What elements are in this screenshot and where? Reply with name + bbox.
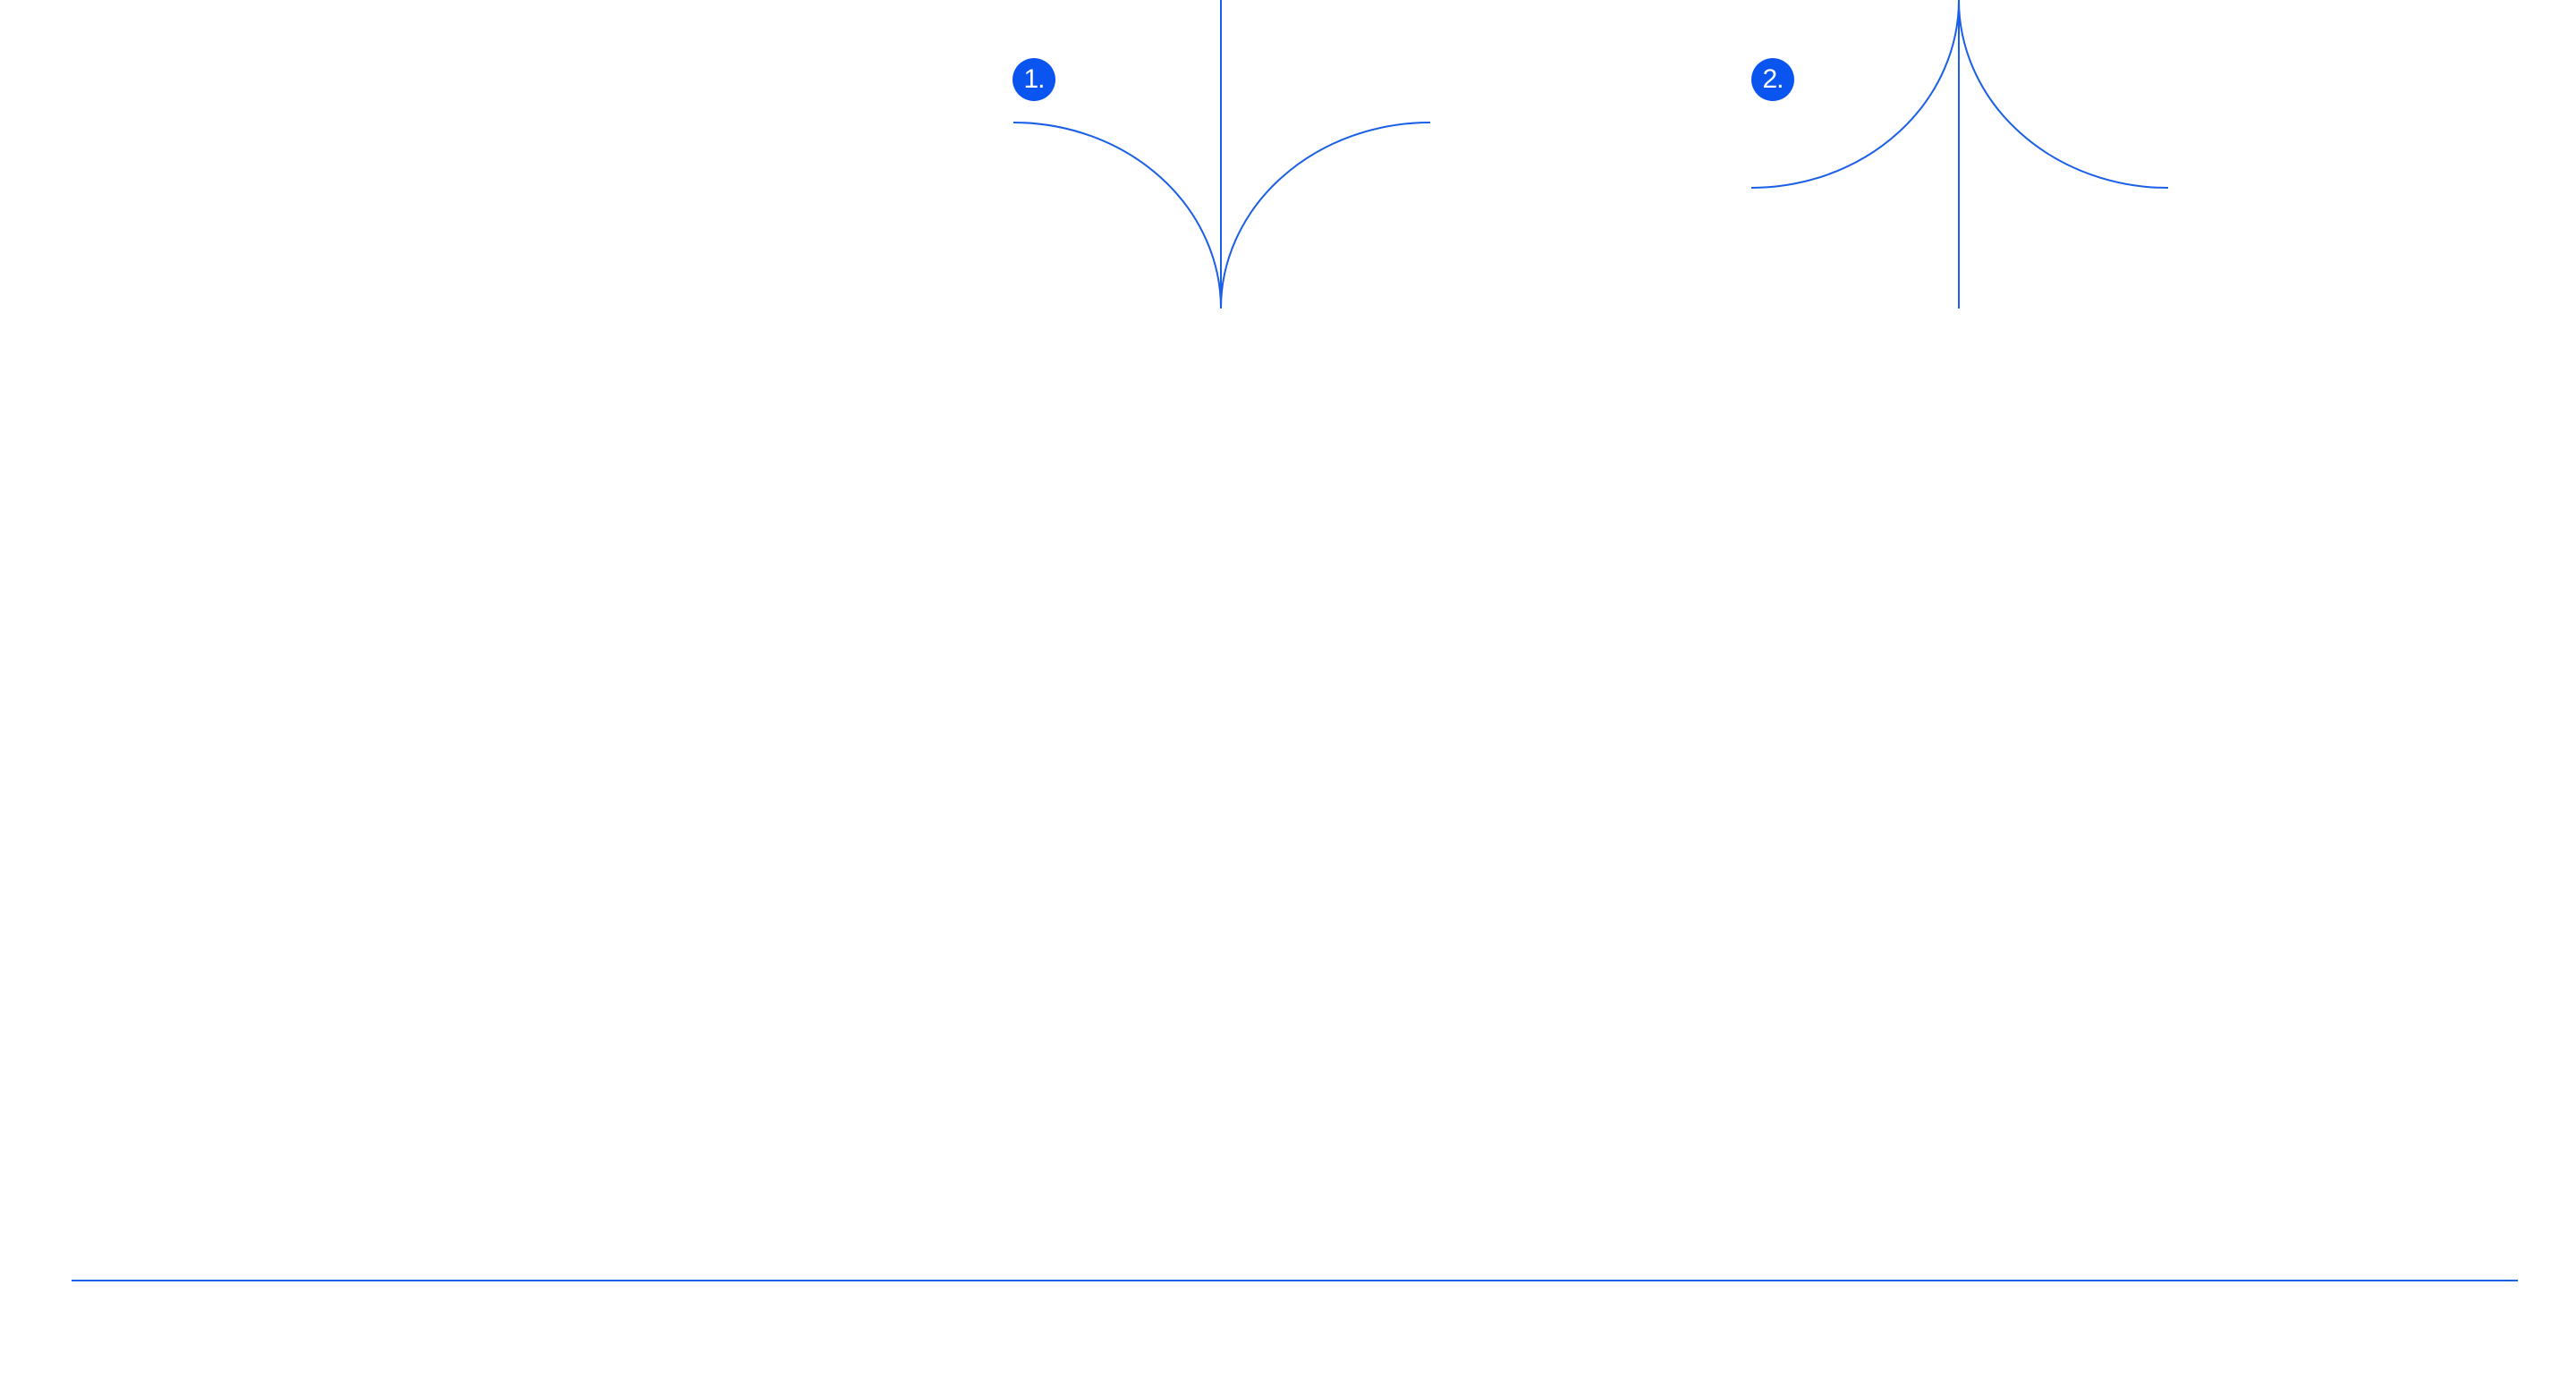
step-badge-1: 1. — [1013, 58, 1055, 101]
figure-1-left-arc — [1013, 122, 1222, 309]
figure-2-right-arc — [1958, 0, 2169, 189]
figure-1-right-arc — [1220, 122, 1431, 309]
step-badge-2: 2. — [1751, 58, 1794, 101]
figure-2-left-arc — [1750, 0, 1960, 189]
figure-2-convex-arcs — [1750, 0, 2169, 309]
figure-1-concave-arcs — [1013, 0, 1431, 309]
